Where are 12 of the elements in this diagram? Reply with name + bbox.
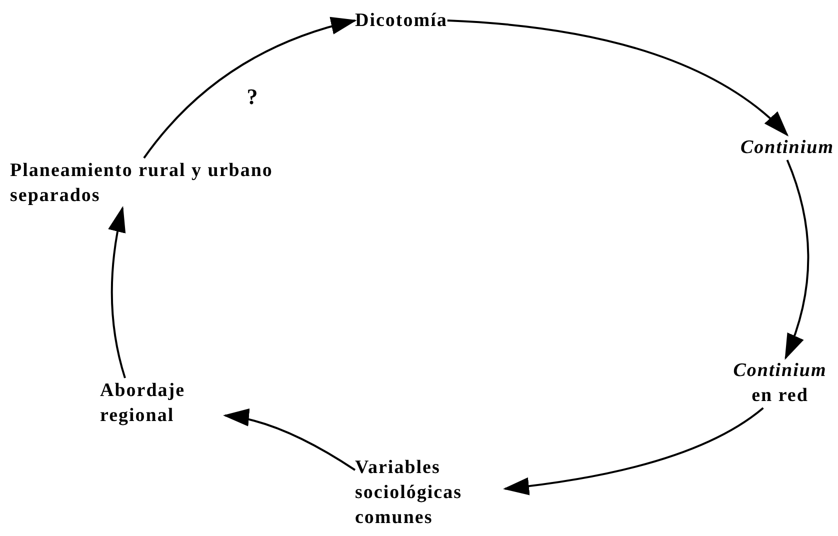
arrow: [223, 409, 356, 471]
node-label: Variables sociológicas comunes: [355, 455, 505, 530]
node-label: Continium en red: [724, 358, 836, 408]
node-label: Continium: [740, 135, 834, 160]
arrow: [108, 206, 126, 378]
arrow: [784, 160, 810, 360]
node-label: Dicotomía: [355, 8, 448, 33]
node-label: Planeamiento rural y urbano separados: [10, 158, 278, 208]
node-label: Abordaje regional: [100, 378, 225, 428]
arrow: [447, 20, 789, 136]
arrow: [503, 407, 764, 495]
arrow: [143, 18, 357, 159]
